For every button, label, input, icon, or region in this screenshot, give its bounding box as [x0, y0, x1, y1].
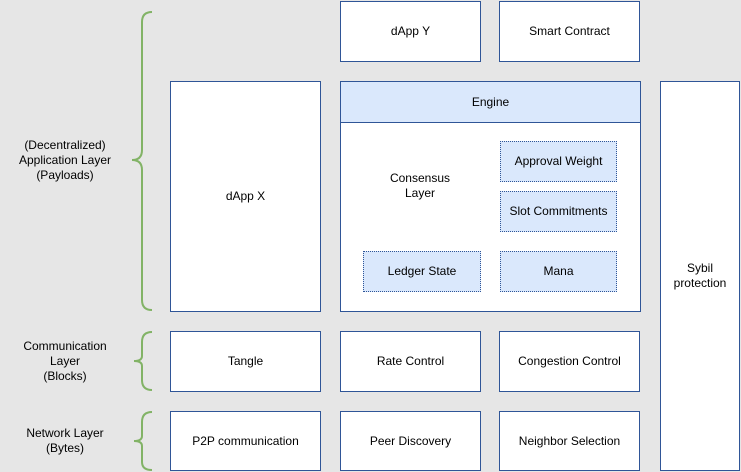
network-layer-bracket — [133, 411, 153, 471]
application-layer-bracket — [131, 11, 153, 311]
peer-discovery-box: Peer Discovery — [340, 411, 481, 471]
ledger-state-box: Ledger State — [363, 251, 481, 292]
consensus-layer-label: Consensus Layer — [389, 171, 451, 200]
approval-weight-box: Approval Weight — [500, 141, 617, 182]
dapp-y-box: dApp Y — [340, 1, 481, 62]
tangle-box: Tangle — [170, 331, 321, 392]
communication-layer-label: Communication Layer (Blocks) — [23, 338, 107, 383]
rate-control-box: Rate Control — [340, 331, 481, 392]
engine-header: Engine — [340, 81, 641, 123]
congestion-control-box: Congestion Control — [499, 331, 640, 392]
application-layer-label: (Decentralized) Application Layer (Paylo… — [18, 137, 112, 182]
smart-contract-box: Smart Contract — [499, 1, 640, 62]
slot-commitments-box: Slot Commitments — [500, 191, 617, 232]
communication-layer-bracket — [133, 331, 153, 391]
mana-box: Mana — [500, 251, 617, 292]
sybil-protection-box: Sybil protection — [660, 81, 740, 471]
network-layer-label: Network Layer (Bytes) — [26, 426, 104, 455]
neighbor-selection-box: Neighbor Selection — [499, 411, 640, 471]
dapp-x-box: dApp X — [170, 81, 321, 312]
p2p-communication-box: P2P communication — [170, 411, 321, 471]
